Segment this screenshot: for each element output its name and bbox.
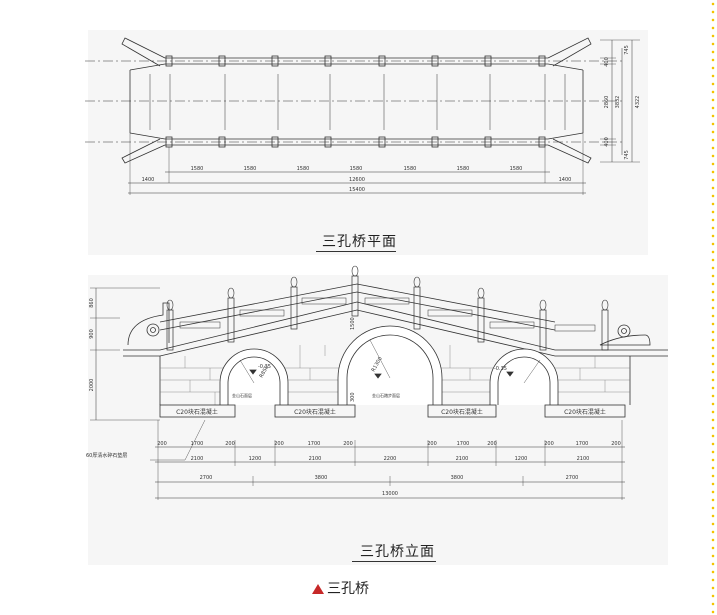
water-level-1: -0.35 xyxy=(258,364,271,370)
plan-span-1: 1580 xyxy=(191,166,204,172)
plan-right-dim-5: 4322 xyxy=(635,96,641,109)
plan-right-dim-6: 400 xyxy=(604,137,610,147)
elev-left-dim-1: 860 xyxy=(89,298,95,308)
plan-dim-right: 1400 xyxy=(559,177,572,183)
plan-right-dim-2: 400 xyxy=(604,57,610,67)
elevation-view-drawing: 860 900 2000 -0.35 -0.35 R850 R1300 1500… xyxy=(86,265,668,500)
row1-dim-10: 200 xyxy=(544,441,554,447)
row1-dim-5: 1700 xyxy=(308,441,321,447)
row2-dim-2: 1200 xyxy=(249,456,262,462)
row3-dim-3: 3800 xyxy=(451,475,464,481)
plan-right-dim-4: 3832 xyxy=(615,96,621,109)
plan-right-dim-7: 745 xyxy=(624,150,630,160)
arch-dim-2: 300 xyxy=(350,392,356,402)
row1-dim-1: 200 xyxy=(157,441,167,447)
plan-span-6: 1580 xyxy=(457,166,470,172)
plan-dim-left: 1400 xyxy=(142,177,155,183)
row2-dim-5: 2100 xyxy=(456,456,469,462)
row2-dim-4: 2200 xyxy=(384,456,397,462)
row1-dim-8: 1700 xyxy=(457,441,470,447)
gravel-label: 60厚清水碎石垫层 xyxy=(86,452,127,459)
footer-label: 三孔桥 xyxy=(327,581,369,597)
row1-dim-4: 200 xyxy=(274,441,284,447)
stone-label-2: 金山石踏步面层 xyxy=(372,392,400,398)
row1-dim-11: 1700 xyxy=(576,441,589,447)
foundation-label-3: C20块石混凝土 xyxy=(441,408,483,416)
decorative-dot-border xyxy=(711,0,715,615)
stone-label-1: 金山石面层 xyxy=(232,392,252,398)
plan-caption-underline xyxy=(316,251,396,252)
plan-view-panel xyxy=(88,30,648,255)
row1-dim-3: 200 xyxy=(225,441,235,447)
plan-span-2: 1580 xyxy=(244,166,257,172)
plan-view-drawing: 1580 1580 1580 1580 1580 1580 1580 1400 … xyxy=(85,37,641,195)
row3-dim-2: 3800 xyxy=(315,475,328,481)
red-triangle-icon xyxy=(312,584,324,594)
row1-dim-7: 200 xyxy=(427,441,437,447)
elevation-caption-underline xyxy=(352,561,436,562)
foundation-label-2: C20块石混凝土 xyxy=(294,408,336,416)
figure-footer: 三孔桥 xyxy=(312,578,369,598)
row2-dim-7: 2100 xyxy=(577,456,590,462)
radius-left: R850 xyxy=(259,365,271,379)
plan-caption: 三孔桥平面 xyxy=(322,234,397,250)
row3-dim-1: 2700 xyxy=(200,475,213,481)
plan-dim-total: 15400 xyxy=(349,187,365,193)
water-level-2: -0.35 xyxy=(494,366,507,372)
total-dim: 13000 xyxy=(382,491,398,497)
row2-dim-1: 2100 xyxy=(191,456,204,462)
row1-dim-6: 200 xyxy=(343,441,353,447)
plan-span-7: 1580 xyxy=(510,166,523,172)
plan-right-dim-1: 745 xyxy=(624,45,630,55)
plan-right-dim-3: 2860 xyxy=(604,96,610,109)
elevation-caption: 三孔桥立面 xyxy=(360,544,435,560)
plan-span-3: 1580 xyxy=(297,166,310,172)
row1-dim-12: 200 xyxy=(611,441,621,447)
elev-left-dim-3: 2000 xyxy=(89,379,95,392)
elevation-view-panel xyxy=(88,275,668,565)
arch-dim-1: 1500 xyxy=(350,317,356,330)
foundation-label-1: C20块石混凝土 xyxy=(176,408,218,416)
row2-dim-6: 1200 xyxy=(515,456,528,462)
plan-span-5: 1580 xyxy=(404,166,417,172)
elev-left-dim-2: 900 xyxy=(89,329,95,339)
row2-dim-3: 2100 xyxy=(309,456,322,462)
row1-dim-2: 1700 xyxy=(191,441,204,447)
plan-span-4: 1580 xyxy=(350,166,363,172)
row1-dim-9: 200 xyxy=(487,441,497,447)
row3-dim-4: 2700 xyxy=(566,475,579,481)
plan-dim-mid: 12600 xyxy=(349,177,365,183)
foundation-label-4: C20块石混凝土 xyxy=(564,408,606,416)
